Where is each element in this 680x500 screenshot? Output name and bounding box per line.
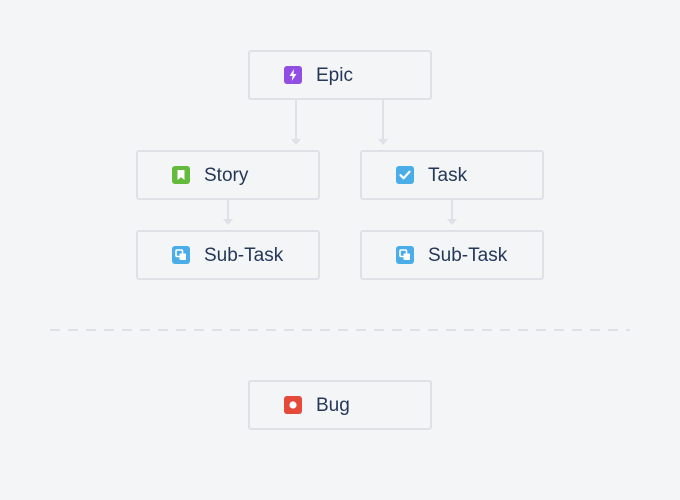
task-subtask-label: Sub-Task (428, 244, 508, 266)
checkbox-check-icon (396, 166, 414, 184)
lightning-bolt-icon (284, 66, 302, 84)
task-label: Task (428, 164, 468, 186)
subtask-squares-icon (396, 246, 414, 264)
story-subtask-label: Sub-Task (204, 244, 284, 266)
task-node[interactable]: Task (360, 150, 544, 200)
arrowhead-task-to-subtask (447, 219, 457, 225)
story-subtask-node[interactable]: Sub-Task (136, 230, 320, 280)
story-node[interactable]: Story (136, 150, 320, 200)
task-subtask-node[interactable]: Sub-Task (360, 230, 544, 280)
bug-label: Bug (316, 394, 350, 416)
arrowhead-epic-to-story (291, 139, 301, 145)
arrowhead-epic-to-task (378, 139, 388, 145)
epic-node[interactable]: Epic (248, 50, 432, 100)
bug-dot-icon (284, 396, 302, 414)
story-label: Story (204, 164, 249, 186)
bookmark-icon (172, 166, 190, 184)
arrowhead-story-to-subtask (223, 219, 233, 225)
subtask-squares-icon (172, 246, 190, 264)
bug-node[interactable]: Bug (248, 380, 432, 430)
epic-label: Epic (316, 64, 353, 86)
